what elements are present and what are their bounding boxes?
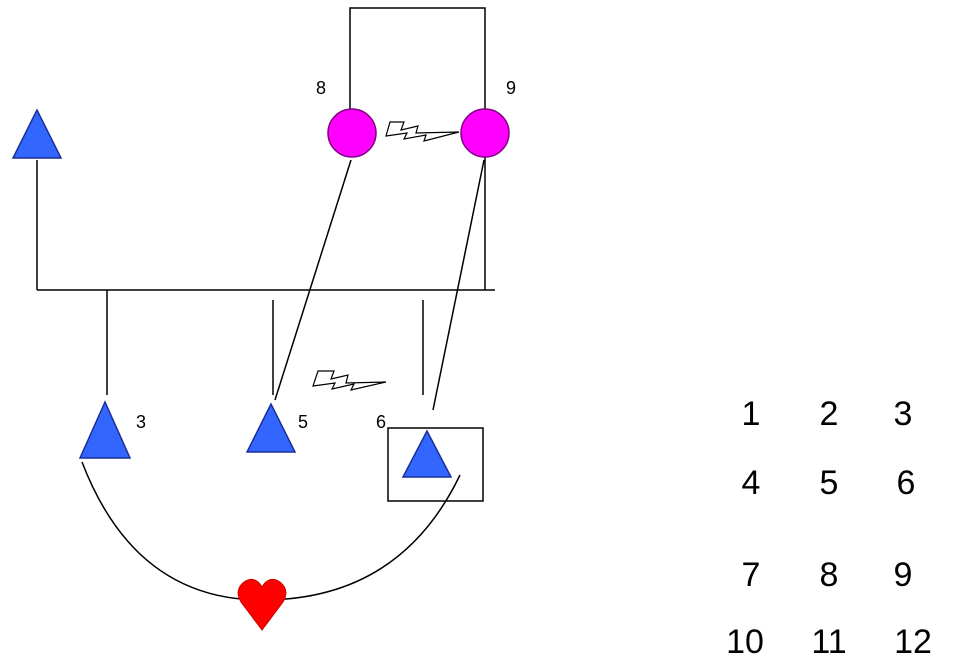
- grid-number: 4: [742, 464, 761, 502]
- triangle-5: [245, 402, 297, 453]
- connector-lines: [36, 7, 495, 601]
- grid-number: 1: [742, 395, 761, 433]
- grid-number: 10: [726, 623, 764, 661]
- node-label-5: 5: [298, 412, 308, 432]
- line-8-to-5: [274, 159, 352, 401]
- lightning-icon: [312, 370, 387, 391]
- grid-number: 11: [811, 623, 846, 661]
- triangle-3: [78, 400, 132, 459]
- circle-9: [460, 108, 510, 158]
- node-label-6: 6: [376, 412, 386, 432]
- circle-8: [327, 108, 377, 158]
- node-label-9: 9: [506, 78, 516, 98]
- grid-number: 8: [820, 556, 839, 594]
- line-9-to-6: [432, 159, 485, 411]
- lightning-icon: [385, 121, 460, 142]
- grid-number: 12: [894, 623, 932, 661]
- box-6: [387, 427, 484, 502]
- number-grid: 1 2 3 4 5 6 7 8 9 10 11 12: [726, 395, 932, 661]
- grid-number: 3: [894, 395, 913, 433]
- heart-icon: [237, 578, 287, 631]
- grid-number: 6: [897, 464, 916, 502]
- triangle-topleft: [11, 108, 63, 159]
- grid-number: 7: [742, 556, 761, 594]
- triangle-6: [401, 429, 453, 478]
- grid-number: 5: [820, 464, 839, 502]
- grid-number: 2: [820, 395, 839, 433]
- couple-bracket-line: [349, 7, 486, 110]
- node-label-8: 8: [316, 78, 326, 98]
- grid-number: 9: [894, 556, 913, 594]
- node-label-3: 3: [136, 412, 146, 432]
